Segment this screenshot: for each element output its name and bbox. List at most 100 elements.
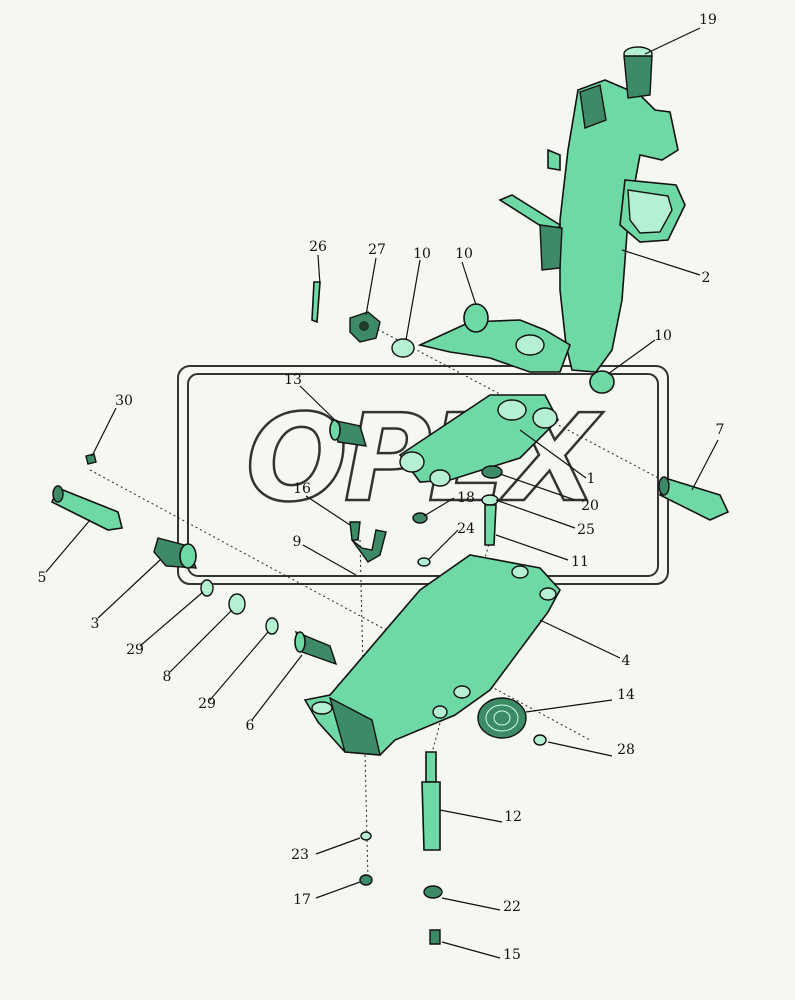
washer-part-22: [423, 885, 443, 899]
rod-part-12: [421, 751, 441, 851]
bolt-part-11: [484, 504, 497, 546]
callout-13: 13: [284, 372, 302, 388]
shaft-end: [52, 485, 64, 503]
spring-coil-2: [493, 710, 511, 726]
cap-shaft: [623, 55, 653, 99]
shaft-part-5: [50, 485, 123, 531]
sleeve-part-13: [329, 419, 367, 447]
callout-16: 16: [293, 481, 311, 497]
nut-part-27: [349, 311, 381, 343]
leader-24: [427, 529, 459, 561]
column-body: [559, 79, 679, 373]
shaft-body: [50, 486, 123, 531]
callout-18: 18: [457, 490, 475, 506]
column-foot-hole: [515, 334, 545, 356]
callout-2: 2: [702, 270, 711, 286]
leader-10b: [461, 261, 477, 306]
callout-24: 24: [457, 521, 475, 537]
callout-10-b: 10: [455, 246, 473, 262]
callout-28: 28: [617, 742, 635, 758]
callout-30: 30: [115, 393, 133, 409]
callout-11: 11: [571, 554, 589, 570]
ring-part-28: [533, 734, 547, 746]
bolt-11-shank: [484, 504, 497, 546]
nut-hole: [359, 321, 369, 331]
leader-3: [97, 559, 161, 619]
leader-17: [315, 881, 361, 899]
column-clamp-face: [627, 189, 673, 234]
callout-14: 14: [617, 687, 635, 703]
ring-part-20: [481, 465, 503, 479]
washer-part-24: [417, 557, 431, 567]
leader-20: [499, 473, 576, 501]
leader-18: [423, 497, 455, 517]
leader-9: [302, 544, 357, 576]
bracket-hole-bottom-left: [399, 451, 425, 473]
callout-12: 12: [504, 809, 522, 825]
leader-12: [439, 809, 503, 823]
lever-hole-mid: [453, 685, 471, 699]
washer-part-23: [360, 831, 372, 841]
lever-lug: [328, 696, 381, 756]
cap-part-19: [623, 46, 653, 99]
roller-part-6: [294, 630, 338, 666]
column-bracket-top: [579, 84, 607, 129]
bracket-hole-top-right: [532, 407, 558, 429]
leader-lines: [45, 27, 719, 959]
watermark-frame-inner: [187, 373, 659, 577]
callout-9: 9: [293, 534, 302, 550]
callout-17: 17: [293, 892, 311, 908]
pin-7-body: [659, 476, 730, 521]
lever-bracket: [539, 224, 563, 271]
callout-5: 5: [38, 570, 47, 586]
leader-14: [525, 699, 613, 713]
leader-30: [91, 407, 117, 457]
leader-22: [441, 897, 501, 911]
washer-part-10-b: [463, 303, 489, 333]
leader-1: [519, 429, 587, 479]
leader-27: [365, 257, 377, 316]
callout-25: 25: [577, 522, 595, 538]
leader-7: [691, 439, 719, 491]
pin-7-head: [658, 476, 670, 496]
callout-19: 19: [699, 12, 717, 28]
rod-top: [425, 751, 437, 783]
washer-part-10-a: [391, 338, 415, 358]
callout-10-c: 10: [654, 328, 672, 344]
lever-body-part-4: [303, 554, 561, 756]
callout-27: 27: [368, 242, 386, 258]
washer-part-25: [481, 494, 499, 506]
callout-6: 6: [246, 718, 255, 734]
washer-part-18: [412, 512, 428, 524]
axis-line-bolt: [429, 539, 491, 761]
steering-column: [417, 79, 686, 373]
leader-8: [169, 609, 233, 673]
bolt-part-15: [429, 929, 441, 945]
rod-body: [421, 781, 441, 851]
leader-29b: [209, 631, 269, 701]
leader-11: [495, 534, 569, 561]
callout-4: 4: [622, 653, 631, 669]
leader-28: [547, 741, 613, 757]
callout-7: 7: [716, 422, 725, 438]
leader-15: [441, 941, 501, 959]
spring-part-14: [477, 697, 527, 739]
leader-10a: [405, 259, 421, 341]
axis-line-upper: [359, 319, 701, 501]
leader-23: [315, 837, 361, 855]
watermark-frame-outer: [177, 365, 669, 585]
bushing-part-3: [153, 537, 198, 569]
callout-10-a: 10: [413, 246, 431, 262]
ring-part-29-a: [200, 579, 214, 597]
callout-3: 3: [91, 616, 100, 632]
bracket-hole-bottom-right: [429, 469, 451, 487]
callout-8: 8: [163, 669, 172, 685]
leader-26: [317, 254, 321, 286]
pin-part-7: [658, 476, 730, 521]
leader-4: [539, 619, 621, 659]
leader-2: [621, 249, 701, 276]
leader-19: [644, 27, 701, 55]
pin-part-26: [311, 281, 321, 324]
lever-hole-right: [539, 587, 557, 601]
